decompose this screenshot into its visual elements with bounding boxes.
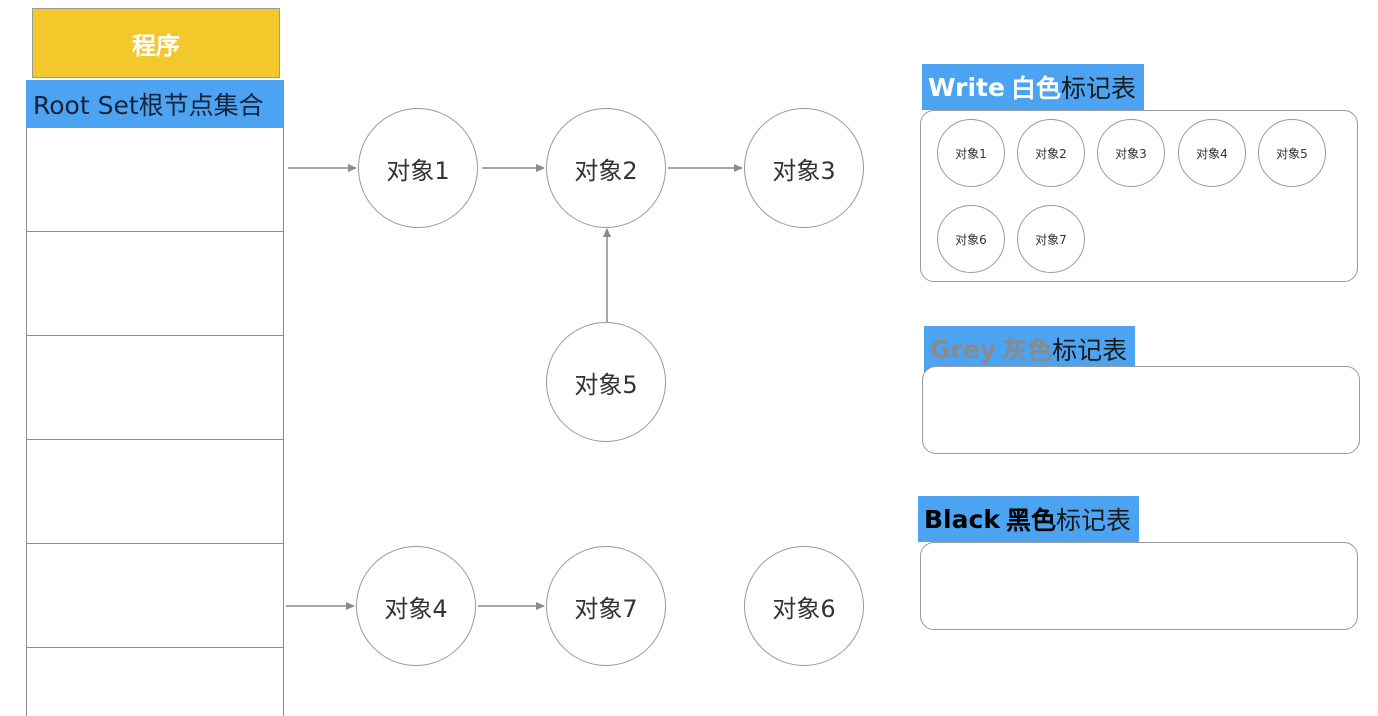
white-table-item: 对象4 [1178, 119, 1246, 187]
white-table-item: 对象2 [1017, 119, 1085, 187]
root-set-label: Root Set根节点集合 [26, 80, 284, 128]
white-table-item: 对象6 [937, 205, 1005, 273]
white-table-title-suffix: 标记表 [1060, 74, 1136, 103]
black-table-title-suffix: 标记表 [1055, 506, 1131, 535]
black-table-title-en: Black [924, 504, 1000, 534]
white-table-box: 对象1 对象2 对象3 对象4 对象5 对象6 对象7 [920, 110, 1358, 282]
white-table-item: 对象7 [1017, 205, 1085, 273]
black-table-title: Black 黑色 标记表 [918, 496, 1139, 542]
object-node-6: 对象6 [744, 546, 864, 666]
root-set-cell [26, 440, 284, 544]
root-set-cell [26, 128, 284, 232]
grey-table-title-en: Grey [930, 334, 997, 364]
object-node-4: 对象4 [356, 546, 476, 666]
object-node-7: 对象7 [546, 546, 666, 666]
white-table-title-color: 白色 [1010, 74, 1061, 103]
object-node-1: 对象1 [358, 108, 478, 228]
white-table-item: 对象3 [1097, 119, 1165, 187]
root-set-cell [26, 648, 284, 716]
grey-table-title: Grey 灰色 标记表 [924, 326, 1136, 372]
white-table-title-en: Write [928, 72, 1005, 102]
grey-table-title-color: 灰色 [1002, 336, 1053, 365]
root-set-cell [26, 336, 284, 440]
black-table-title-color: 黑色 [1005, 506, 1056, 535]
root-set-cell [26, 544, 284, 648]
object-node-5: 对象5 [546, 322, 666, 442]
white-table-item: 对象1 [937, 119, 1005, 187]
grey-table-box [922, 366, 1360, 454]
object-node-2: 对象2 [546, 108, 666, 228]
program-header: 程序 [32, 8, 280, 78]
white-table-item: 对象5 [1258, 119, 1326, 187]
object-node-3: 对象3 [744, 108, 864, 228]
root-set-cell [26, 232, 284, 336]
white-table-title: Write 白色 标记表 [922, 64, 1144, 110]
grey-table-title-suffix: 标记表 [1052, 336, 1128, 365]
program-header-label: 程序 [132, 31, 180, 60]
black-table-box [920, 542, 1358, 630]
